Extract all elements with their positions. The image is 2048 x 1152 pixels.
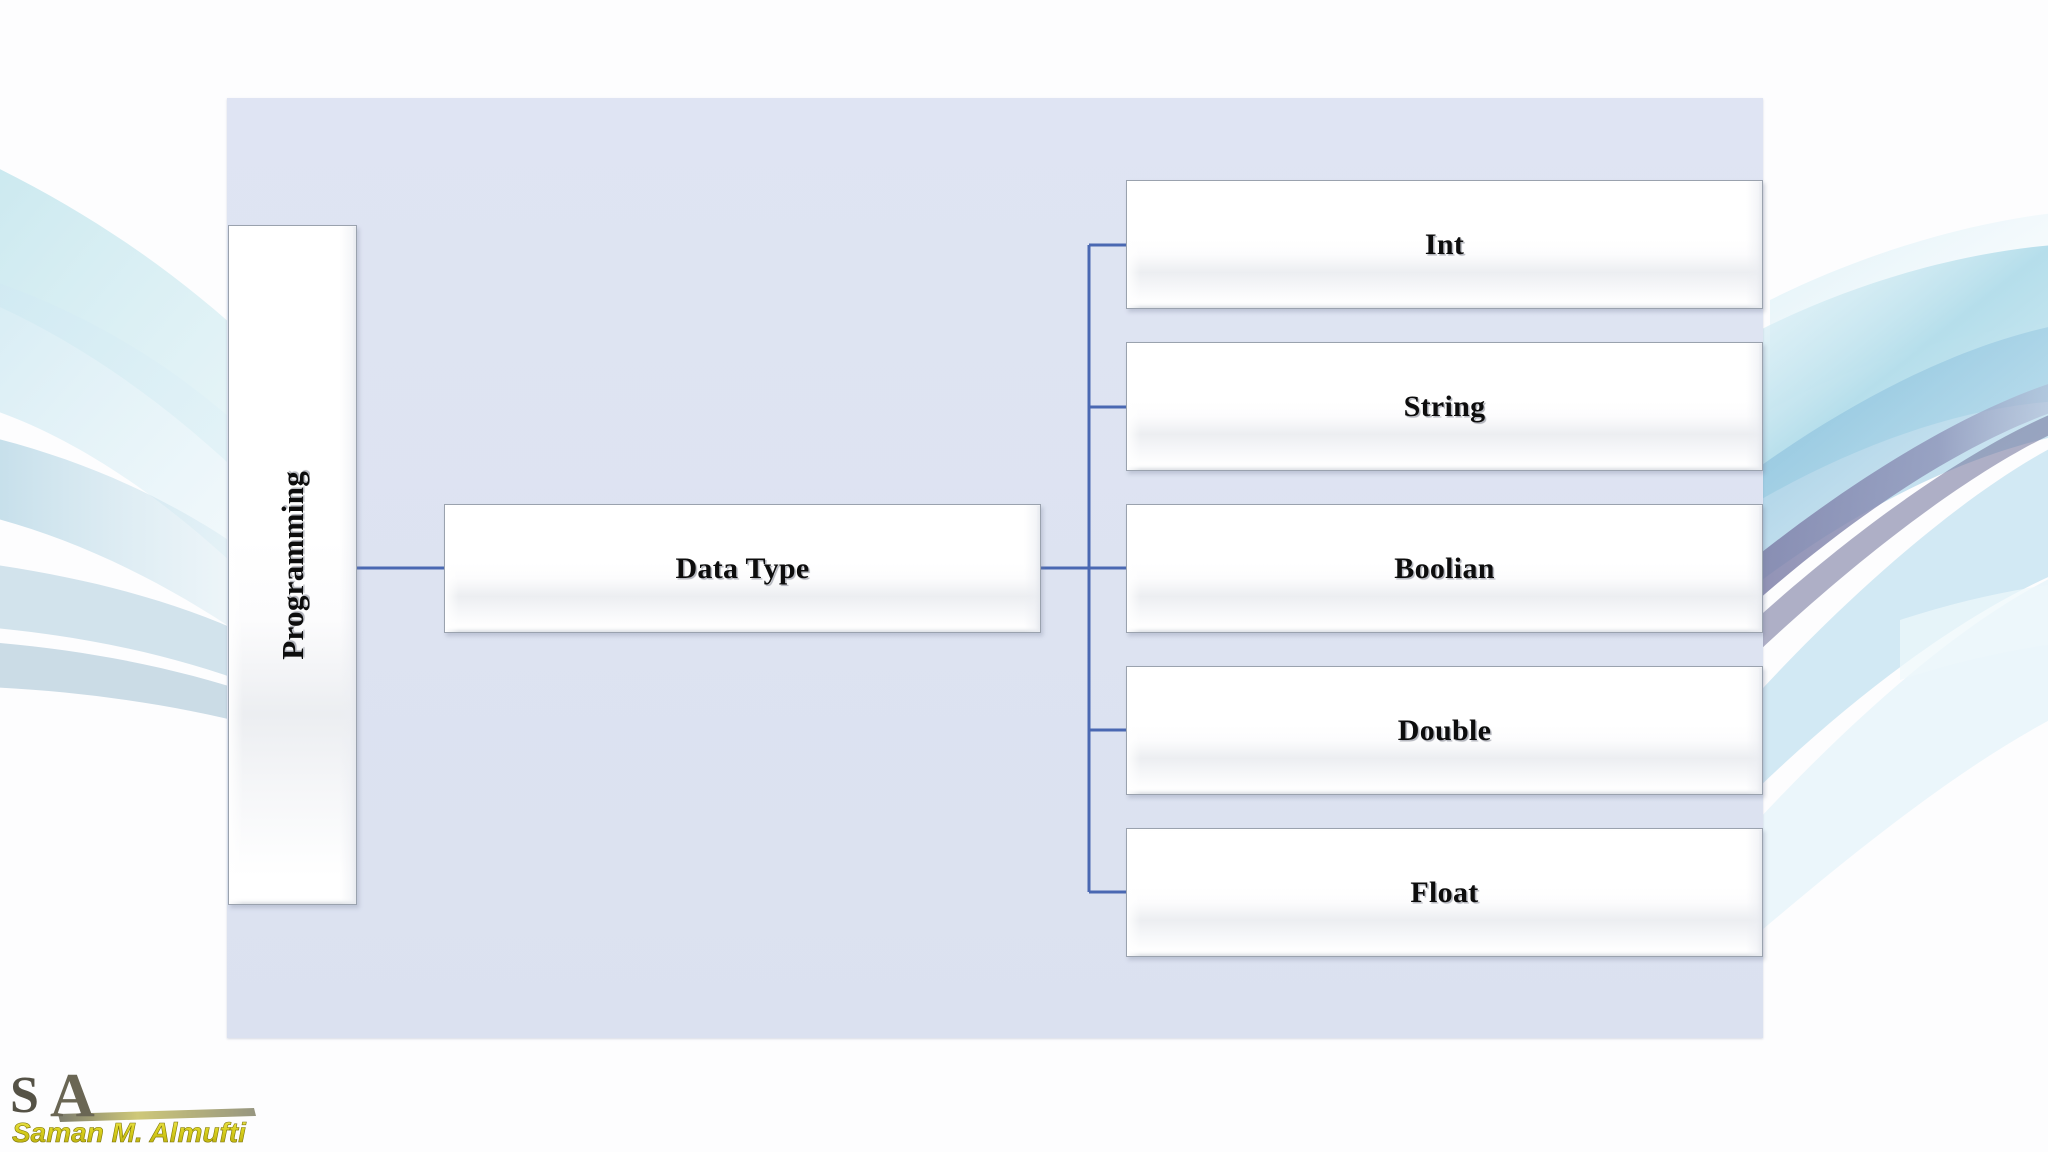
node-data-type-label: Data Type xyxy=(675,551,810,585)
node-boolian[interactable]: Boolian xyxy=(1126,504,1763,633)
node-string[interactable]: String xyxy=(1126,342,1763,471)
logo-author-name: Saman M. Almufti xyxy=(12,1117,247,1148)
node-programming[interactable]: Programming xyxy=(228,225,357,905)
node-double-label: Double xyxy=(1397,713,1492,747)
wave-right-group xyxy=(1752,213,2048,930)
logo-monogram-s: S xyxy=(10,1067,39,1124)
node-float[interactable]: Float xyxy=(1126,828,1763,957)
node-boolian-label: Boolian xyxy=(1394,551,1495,585)
node-int[interactable]: Int xyxy=(1126,180,1763,309)
logo-swoosh xyxy=(58,1108,256,1122)
logo-monogram-a: A xyxy=(50,1064,95,1130)
node-data-type[interactable]: Data Type xyxy=(444,504,1041,633)
author-logo: S A Saman M. Almufti xyxy=(6,1064,268,1150)
node-int-label: Int xyxy=(1424,227,1465,261)
node-double[interactable]: Double xyxy=(1126,666,1763,795)
node-string-label: String xyxy=(1403,389,1486,423)
node-float-label: Float xyxy=(1410,875,1479,909)
node-programming-label: Programming xyxy=(274,470,310,660)
